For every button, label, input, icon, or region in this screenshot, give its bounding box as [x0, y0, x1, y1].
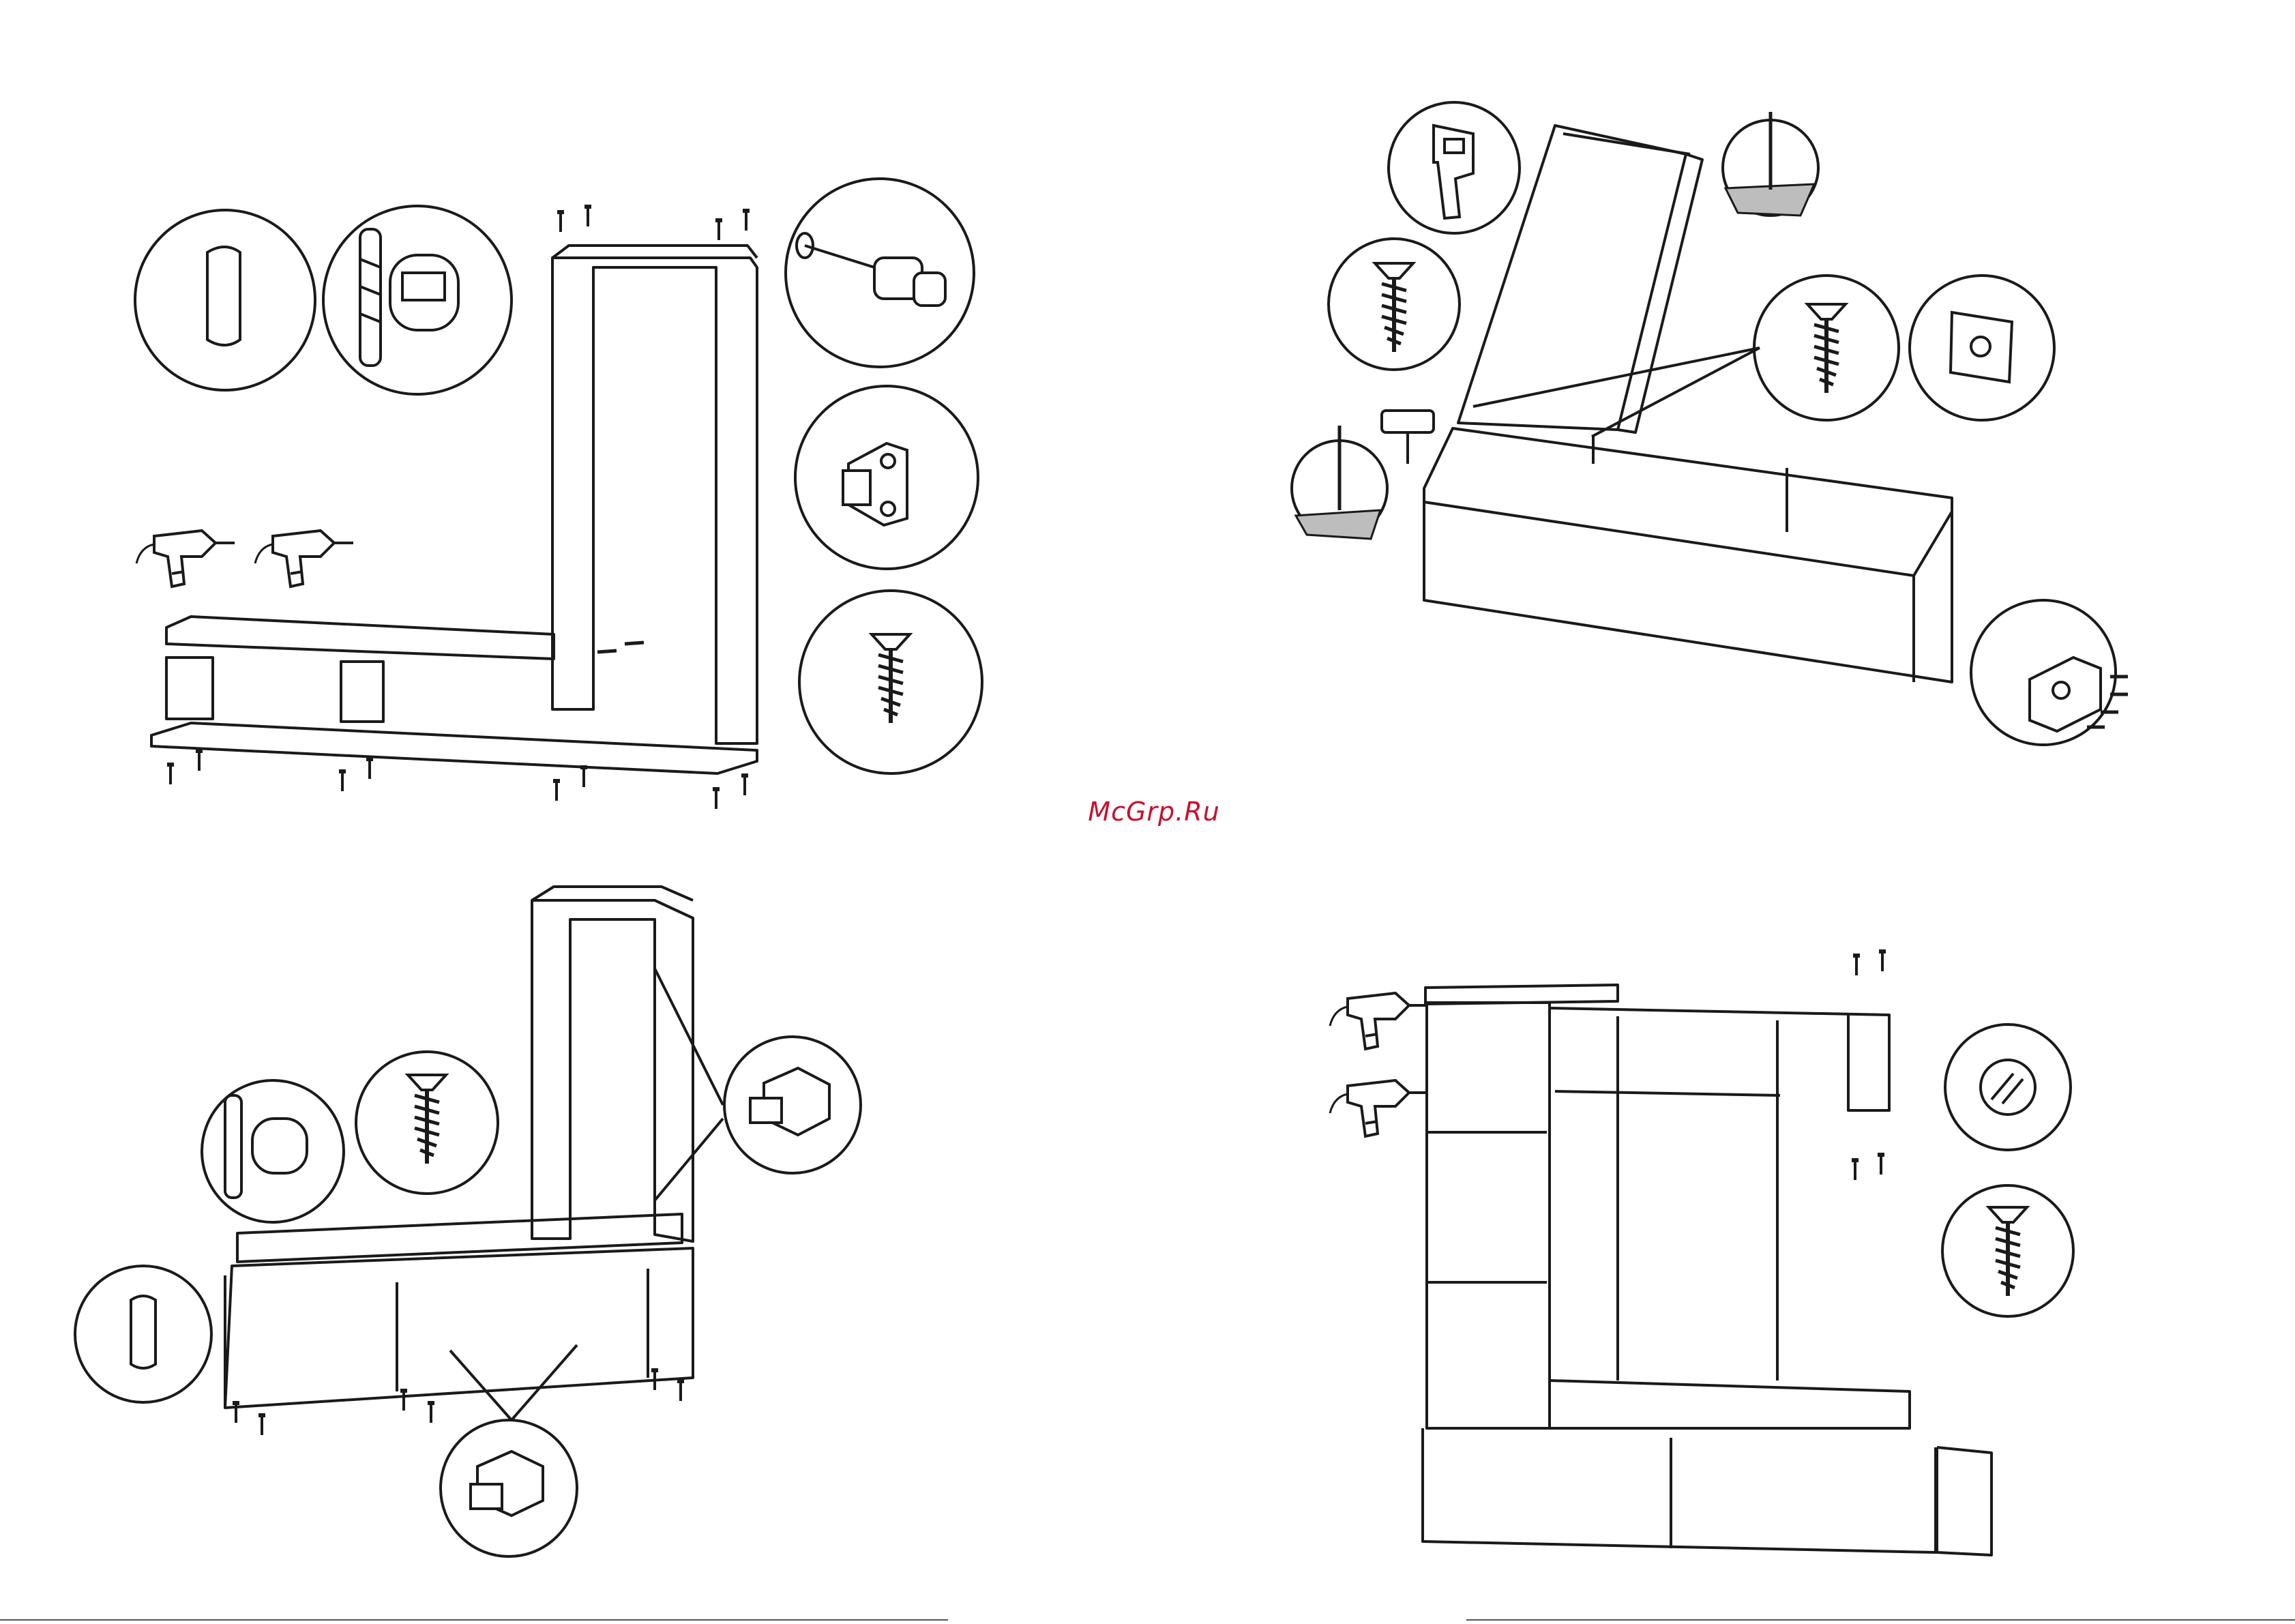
screw-icon [1852, 949, 1886, 1180]
cam-lock-icon [225, 1095, 307, 1198]
cam-pin-icon [797, 233, 945, 306]
wood-screw-icon [1807, 304, 1846, 393]
hinge-icon [750, 1068, 829, 1135]
screw-icon [597, 643, 644, 652]
footer-rule-left [0, 1619, 948, 1621]
watermark: McGrp.Ru [1086, 797, 1222, 827]
dowel-icon [131, 1296, 156, 1368]
cam-lock-icon [360, 229, 458, 366]
electric-drill-icon [136, 531, 235, 587]
leveling-foot-icon [2030, 658, 2101, 731]
hinge-icon [471, 1451, 543, 1516]
electric-drill-icon [1330, 1080, 1428, 1136]
dowel-icon [207, 247, 240, 345]
bracket-icon [1434, 126, 1473, 218]
electric-drill-icon [255, 531, 353, 587]
confirmat-screw-icon [872, 634, 910, 723]
confirmat-screw-icon [408, 1075, 446, 1164]
nail-icon [1296, 510, 1380, 539]
footer-rule-right [1466, 1619, 2295, 1621]
hinge-plate-icon [843, 443, 907, 525]
step-final-unit [1423, 985, 2073, 1555]
glass-icon [1981, 1060, 2035, 1114]
hammer-icon [1382, 411, 1434, 464]
wood-screw-icon [1375, 263, 1413, 352]
step-base-assembly [75, 887, 861, 1556]
electric-drill-icon [1330, 993, 1428, 1049]
cross-plate-icon [1951, 312, 2012, 382]
confirmat-screw-icon [1989, 1207, 2027, 1296]
